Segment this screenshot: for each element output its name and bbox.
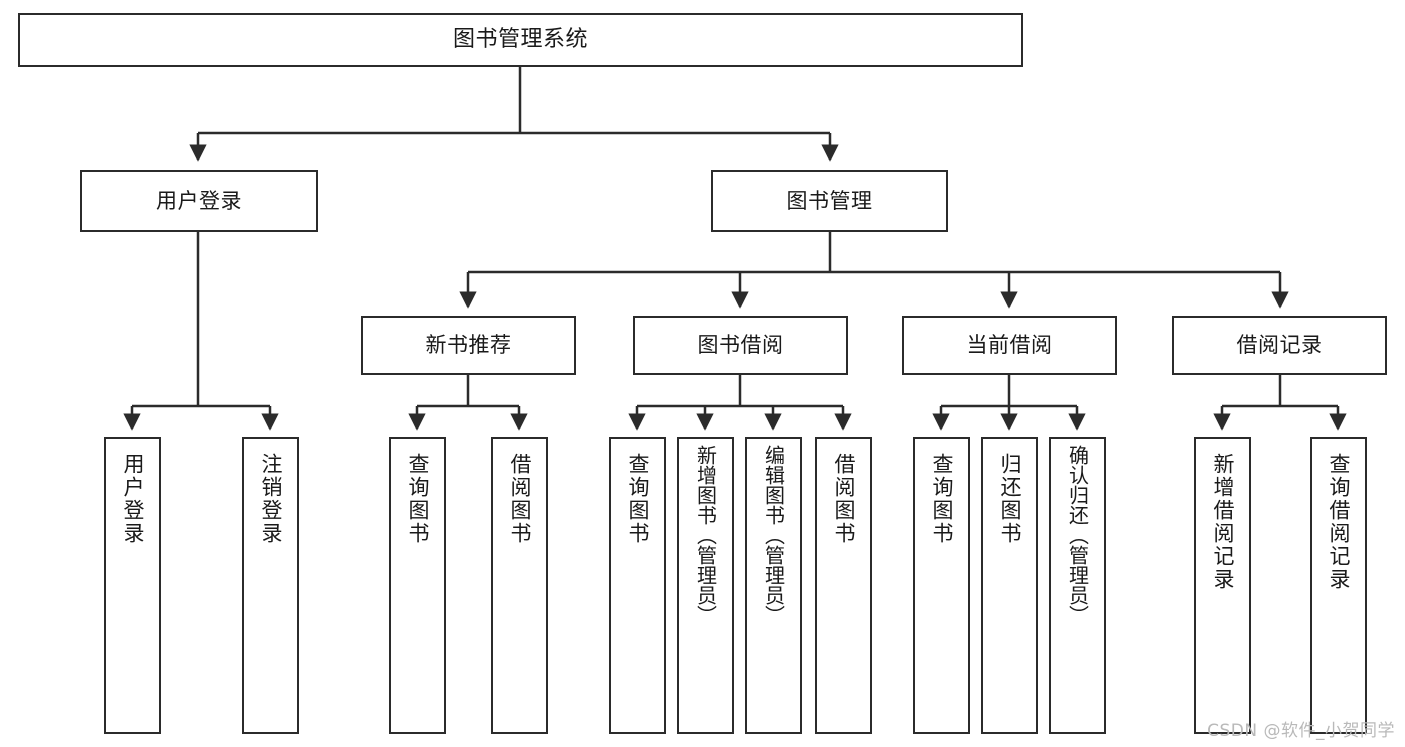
node-label: 查询图书 xyxy=(626,453,651,545)
node-label: 图书管理 xyxy=(786,188,873,213)
node-label: 注销登录 xyxy=(259,453,284,545)
node-leaf-query-borrow-record[interactable]: 查询借阅记录 xyxy=(1310,437,1367,734)
node-leaf-query-book-2[interactable]: 查询图书 xyxy=(609,437,666,734)
node-label: 当前借阅 xyxy=(966,333,1053,358)
node-book-management[interactable]: 图书管理 xyxy=(711,170,948,232)
node-label: 查询图书 xyxy=(406,453,431,545)
node-borrow-record[interactable]: 借阅记录 xyxy=(1172,316,1387,375)
node-label: 确认归还（管理员） xyxy=(1065,445,1090,625)
node-label: 借阅图书 xyxy=(832,453,857,545)
node-label: 查询图书 xyxy=(930,453,955,545)
node-user-login[interactable]: 用户登录 xyxy=(80,170,318,232)
node-label: 编辑图书（管理员） xyxy=(761,445,786,625)
node-leaf-logout-login[interactable]: 注销登录 xyxy=(242,437,299,734)
node-label: 借阅图书 xyxy=(508,453,533,545)
node-label: 图书管理系统 xyxy=(452,26,588,52)
node-leaf-return-book[interactable]: 归还图书 xyxy=(981,437,1038,734)
node-leaf-query-book-1[interactable]: 查询图书 xyxy=(389,437,446,734)
watermark-csdn: CSDN @软件_小贺同学 xyxy=(1207,721,1395,741)
node-new-book-recommend[interactable]: 新书推荐 xyxy=(361,316,576,375)
node-label: 新书推荐 xyxy=(425,333,512,358)
node-label: 用户登录 xyxy=(121,453,146,545)
node-label: 新增图书（管理员） xyxy=(693,445,718,625)
node-leaf-add-borrow-record[interactable]: 新增借阅记录 xyxy=(1194,437,1251,734)
node-leaf-confirm-return-admin[interactable]: 确认归还（管理员） xyxy=(1049,437,1106,734)
node-label: 查询借阅记录 xyxy=(1327,453,1352,591)
node-root-library-system[interactable]: 图书管理系统 xyxy=(18,13,1023,67)
node-leaf-add-book-admin[interactable]: 新增图书（管理员） xyxy=(677,437,734,734)
node-label: 图书借阅 xyxy=(697,333,784,358)
node-leaf-query-book-3[interactable]: 查询图书 xyxy=(913,437,970,734)
node-label: 归还图书 xyxy=(998,453,1023,545)
node-label: 用户登录 xyxy=(156,188,242,213)
node-leaf-borrow-book-1[interactable]: 借阅图书 xyxy=(491,437,548,734)
node-label: 借阅记录 xyxy=(1236,333,1323,358)
node-leaf-edit-book-admin[interactable]: 编辑图书（管理员） xyxy=(745,437,802,734)
node-label: 新增借阅记录 xyxy=(1211,453,1236,591)
node-book-borrow[interactable]: 图书借阅 xyxy=(633,316,848,375)
node-current-borrow[interactable]: 当前借阅 xyxy=(902,316,1117,375)
node-leaf-borrow-book-2[interactable]: 借阅图书 xyxy=(815,437,872,734)
node-leaf-user-login[interactable]: 用户登录 xyxy=(104,437,161,734)
